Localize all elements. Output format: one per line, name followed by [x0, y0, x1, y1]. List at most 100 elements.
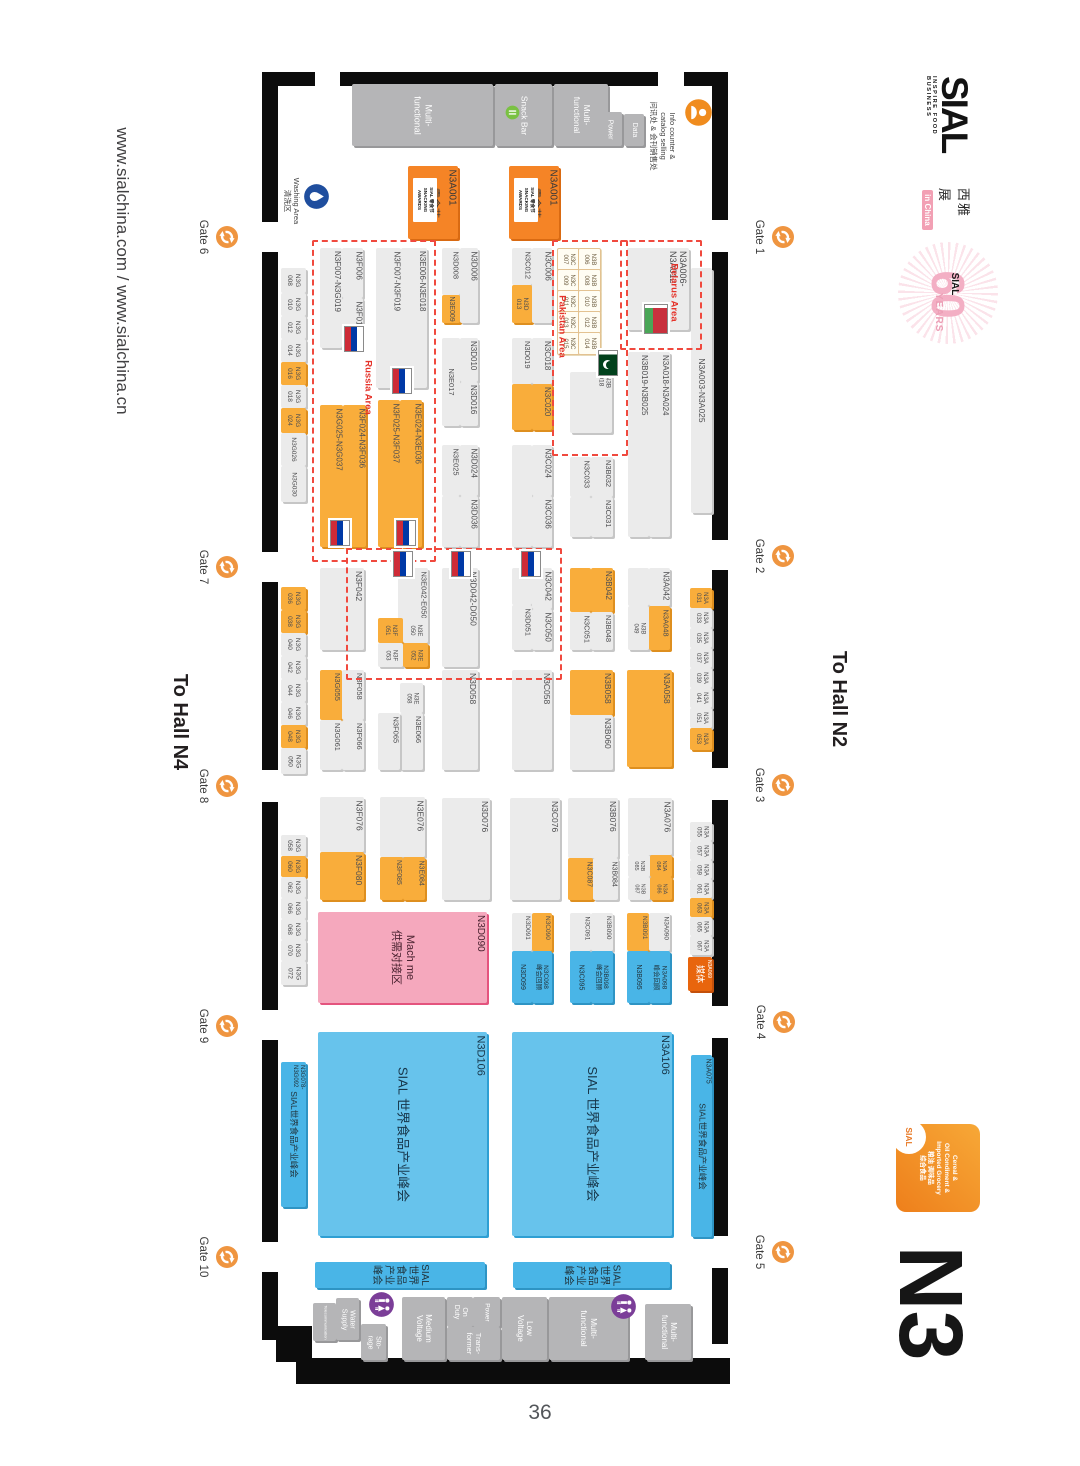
- booth: N3B058: [570, 670, 613, 715]
- text-belarus-area: Belarus Area: [668, 262, 680, 322]
- booth-label: N3G 016: [286, 366, 301, 381]
- booth: N3B048: [591, 612, 613, 650]
- booth: N3F066: [342, 720, 364, 770]
- booth: N3A 041: [690, 688, 712, 708]
- wall-segment: [712, 800, 728, 1006]
- wall-segment: [262, 1040, 278, 1242]
- booth-label: N3A058: [662, 673, 672, 704]
- booth: On Duty: [447, 1297, 473, 1327]
- booth: N3A 084: [650, 855, 672, 877]
- booth: N3D036: [460, 496, 478, 547]
- booth: [570, 568, 591, 612]
- booth: N3B 049: [628, 606, 649, 650]
- in-china-chip: in China: [922, 190, 933, 230]
- booth-label: N3B 008: [583, 274, 597, 287]
- booth-label: Power: [483, 1302, 491, 1322]
- booth-label: N3E017: [447, 368, 457, 396]
- booth-label: N3E076: [415, 800, 425, 831]
- booth: N3E084: [403, 857, 425, 900]
- booth: N3F080: [320, 852, 364, 900]
- text-info-counter-: Info counter & catalog selling 问讯处 & 会刊销…: [649, 101, 678, 171]
- pakistan-flag-icon: [598, 350, 618, 376]
- booth-label: N3G030: [290, 471, 298, 497]
- booth: Trans- former: [447, 1327, 500, 1360]
- booth: N3G 012: [281, 316, 306, 339]
- booth-label: N3C042: [543, 571, 552, 601]
- booth: [442, 496, 460, 547]
- booth: Multi- functional: [352, 84, 493, 146]
- sixty-sial: SIAL: [949, 272, 960, 296]
- booth-label: N3G 044: [286, 683, 301, 698]
- booth-label: N3D091: [524, 916, 531, 940]
- booth-label: N3G 066: [286, 901, 301, 916]
- booth: N3C042: [532, 568, 552, 609]
- booth-label: N3C087: [585, 861, 592, 887]
- booth-label: N3A 041: [695, 692, 708, 704]
- text-to-hall-n4: To Hall N4: [169, 673, 192, 771]
- booth-label: N3G 014: [286, 343, 301, 358]
- gate-icon: [771, 225, 795, 249]
- booth-label: N3A 067: [695, 939, 708, 952]
- booth-label: N3B 006: [583, 253, 597, 266]
- booth-label: N3A 055: [695, 825, 708, 838]
- booth-label: N3A 035: [695, 632, 708, 644]
- info-counter-icon: [684, 98, 713, 127]
- booth-label: Water Supply: [340, 1308, 356, 1330]
- booth-label: N3F007-N3G019: [333, 251, 342, 312]
- booth: N3A 035: [690, 628, 712, 648]
- booth-label: N3G 050: [286, 754, 301, 768]
- wall-segment: [262, 582, 278, 770]
- booth: N3A 053: [690, 728, 712, 750]
- booth-label: N3F058: [355, 673, 364, 700]
- booth: N3A 033: [690, 608, 712, 628]
- booth-label: N3C098 峰会回顾: [535, 964, 550, 990]
- booth-label: N3B 087: [633, 883, 646, 894]
- booth-label: N3G 036: [286, 591, 301, 606]
- booth: N3C091: [570, 913, 591, 951]
- booth-label: N3D008: [451, 251, 460, 279]
- booth: N3A048: [649, 606, 670, 650]
- booth: N3B084: [593, 858, 618, 900]
- gate-icon: [215, 225, 239, 249]
- booth: N3D024: [460, 445, 478, 496]
- booth-label: N3B098 峰会回顾: [595, 964, 610, 990]
- booth: N3A 067: [690, 936, 712, 955]
- booth: N3F007-N3F019: [376, 248, 401, 388]
- booth: N3G 058: [281, 835, 306, 856]
- booth: SIAL 世界食品产业峰会: [315, 1262, 485, 1288]
- booth-label: N3B090: [605, 916, 612, 940]
- booth-label: Sto- rage: [366, 1334, 382, 1349]
- booth: N3G 014: [281, 339, 306, 362]
- booth: N3A 063: [690, 898, 712, 917]
- booth: N3B095: [627, 951, 649, 1003]
- wall-segment: [262, 72, 278, 222]
- booth-label: N3D076: [480, 801, 490, 833]
- booth: N3C020: [532, 384, 552, 430]
- booth-label: N3D010: [469, 341, 478, 371]
- booth-sublabel: SIAL 世界食品产业峰会: [371, 1264, 430, 1286]
- booth-label: N3D006: [469, 251, 478, 281]
- booth-label: N3C095: [577, 964, 585, 990]
- booth: N3D008: [442, 248, 460, 295]
- booth-label: N3C012: [523, 251, 532, 279]
- booth: N3E024-N3E036: [400, 400, 422, 547]
- washing-area-icon: [303, 183, 330, 210]
- booth-label: N3B 085: [633, 860, 646, 872]
- booth: N3A 055: [690, 822, 712, 841]
- booth: N3G 062: [281, 877, 306, 898]
- booth-label: N3F006: [354, 251, 363, 280]
- gate-label: Gate 7: [197, 549, 209, 585]
- russia-flag-icon: [396, 520, 416, 546]
- booth-label: N3A 065: [695, 920, 708, 933]
- booth: N3E 050: [403, 618, 428, 643]
- booth: SIAL 世界食品产业峰会: [513, 1262, 670, 1288]
- booth: N3A001零食节SIAL 零食节 SNACKING AWARDS: [408, 166, 458, 239]
- booth: N3G055: [320, 670, 342, 720]
- booth-label: N3F076: [354, 800, 364, 831]
- booth-label: N3F 053: [384, 649, 398, 661]
- booth-sublabel: 媒体: [695, 964, 706, 983]
- booth: N3D099: [512, 951, 532, 1003]
- booth-label: N3C020: [543, 387, 552, 417]
